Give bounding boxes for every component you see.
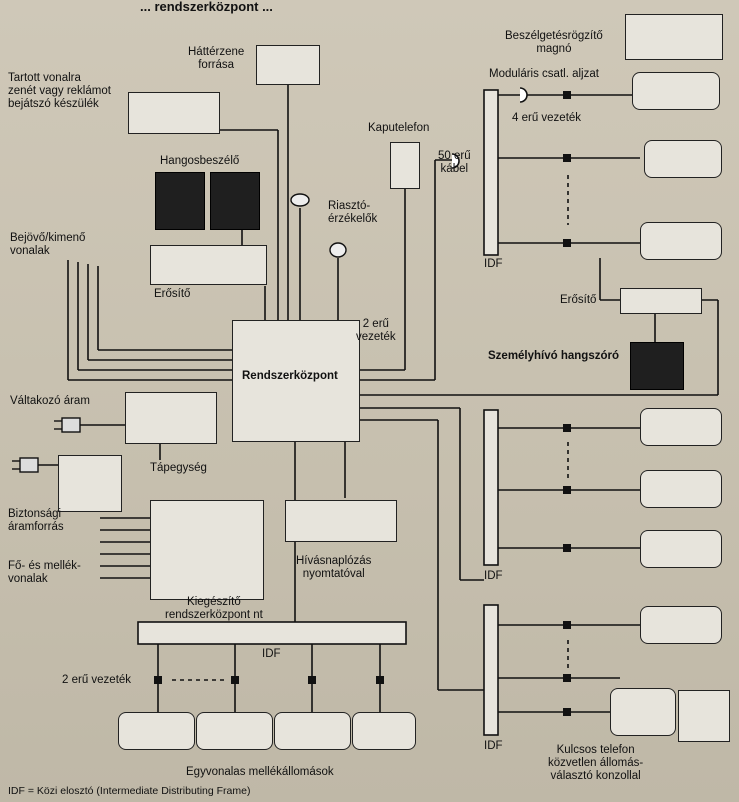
loudspeaker-right-icon [210,172,260,230]
backup-power-label: Biztonsági áramforrás [8,508,64,533]
pbx-label: Rendszerközpont [242,370,338,382]
amplifier-left-label: Erősítő [154,288,191,300]
loudspeaker-left-icon [155,172,205,230]
trunks-label: Bejövő/kimenő vonalak [10,232,86,257]
alarm-label: Riasztó- érzékelők [328,200,378,225]
phone-icon [352,712,416,750]
backup-power-device [58,455,122,512]
two-wire-top-label: 2 erű vezeték [356,318,396,343]
fifty-wire-label: 50 erű kábel [438,150,471,175]
title-fragment: ... rendszerközpont ... [140,0,273,14]
expansion-pbx [150,500,264,600]
ac-power-label: Váltakozó áram [10,395,90,407]
system-pbx [232,320,360,442]
printer-device [285,500,397,542]
message-player-device [128,92,220,134]
paging-speaker-label: Személyhívó hangszóró [488,350,620,362]
phone-icon [640,408,722,446]
power-supply-device [125,392,217,444]
amplifier-right-device [620,288,702,314]
paging-speaker-icon [630,342,684,390]
expansion-pbx-label: Kiegészítő rendszerközpont nt [165,596,263,621]
idf-bottom-label: IDF [262,648,281,660]
call-printer-label: Hívásnaplózás nyomtatóval [296,555,372,580]
phone-icon [274,712,351,750]
recorder-device [625,14,723,60]
phone-icon [118,712,195,750]
four-wire-label: 4 erű vezeték [512,112,582,124]
phone-icon [640,530,722,568]
idf-mid-label: IDF [484,570,503,582]
single-line-ext-label: Egyvonalas mellékállomások [186,766,334,778]
power-supply-label: Tápegység [150,462,207,474]
idf-bottom-right-label: IDF [484,740,503,752]
phone-icon [640,222,722,260]
idf-top-label: IDF [484,258,503,270]
footnote: IDF = Közi elosztó (Intermediate Distrib… [8,785,251,797]
loudspeaker-label: Hangosbeszélő [160,155,240,167]
key-phone-label: Kulcsos telefon közvetlen állomás- válas… [548,744,644,782]
main-ext-lines-label: Fő- és mellék- vonalak [8,560,81,585]
phone-icon [196,712,273,750]
recorder-label: Beszélgetésrögzítő magnó [505,30,603,55]
two-wire-bottom-label: 2 erű vezeték [62,674,132,686]
music-source-label: Háttérzene forrása [188,46,245,71]
phone-icon [640,606,722,644]
phone-icon [632,72,720,110]
amplifier-right-label: Erősítő [560,294,597,306]
modular-jack-label: Moduláris csatl. aljzat [489,68,599,80]
amplifier-left-device [150,245,267,285]
phone-icon [640,470,722,508]
phone-icon [644,140,722,178]
key-phone-icon [610,688,676,736]
doorphone-label: Kaputelefon [368,122,430,134]
message-player-label: Tartott vonalra zenét vagy reklámot bejá… [8,72,111,110]
music-source-device [256,45,320,85]
console-icon [678,690,730,742]
doorphone-device [390,142,420,189]
